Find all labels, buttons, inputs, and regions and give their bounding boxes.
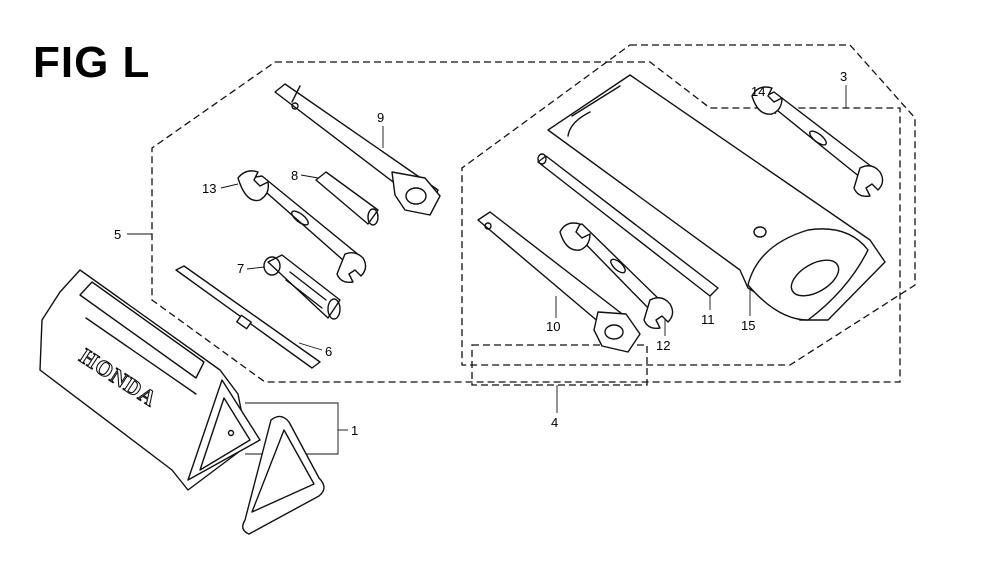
- callout-11: 11: [701, 312, 715, 327]
- callout-8: 8: [291, 168, 298, 183]
- part-1-honda-pouch: HONDA: [39, 269, 261, 491]
- callout-5: 5: [114, 227, 121, 242]
- group-4-boundary: [471, 344, 648, 386]
- figure-title: FIG L: [33, 38, 151, 87]
- part-13-wrench: [237, 170, 367, 284]
- callout-1: 1: [351, 423, 358, 438]
- part-6-screwdriver-shaft: [175, 265, 321, 369]
- callout-4: 4: [551, 415, 558, 430]
- callout-12: 12: [656, 338, 670, 353]
- part-1-pouch-lid: [242, 415, 325, 535]
- part-7-screwdriver-handle: [263, 254, 341, 320]
- callout-9: 9: [377, 110, 384, 125]
- part-12-wrench: [559, 222, 674, 330]
- group-5-boundary: [151, 61, 901, 383]
- leader-lines: [127, 85, 847, 455]
- callout-3: 3: [840, 69, 847, 84]
- part-15-tool-bag: [547, 74, 886, 321]
- callout-13: 13: [202, 181, 216, 196]
- callout-labels: 1 3 4 5 6 7 8 9 10 11 12 13 14 15: [114, 69, 847, 438]
- callout-15: 15: [741, 318, 755, 333]
- part-10-box-spanner: [477, 211, 641, 353]
- part-8-screwdriver-bit: [315, 171, 379, 226]
- callout-7: 7: [237, 261, 244, 276]
- part-14-wrench: [751, 86, 884, 198]
- part-9-box-spanner: [274, 83, 441, 216]
- part-11-rod: [537, 153, 719, 297]
- callout-6: 6: [325, 344, 332, 359]
- callout-14: 14: [751, 84, 765, 99]
- group-3-boundary: [461, 44, 916, 366]
- callout-10: 10: [546, 319, 560, 334]
